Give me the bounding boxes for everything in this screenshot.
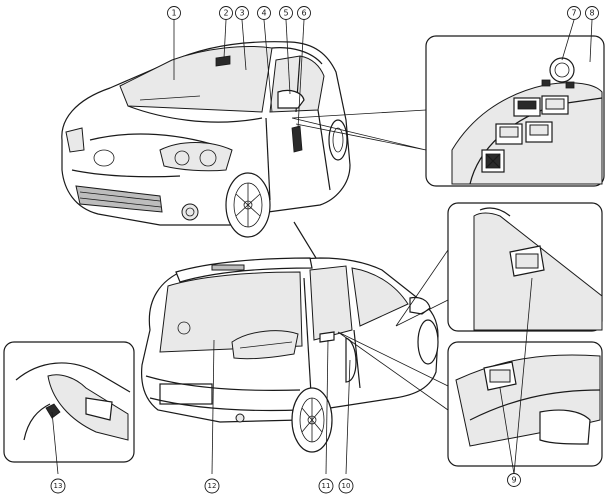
driver-door-switch-panel-inset <box>425 35 605 187</box>
callout-10: 10 <box>338 478 354 494</box>
callout-13-label: 13 <box>54 482 63 490</box>
callout-11: 11 <box>318 478 334 494</box>
callout-10-label: 10 <box>342 482 351 490</box>
callout-9-label: 9 <box>511 476 516 485</box>
rear-car-illustration <box>140 221 439 453</box>
callout-4-label: 4 <box>261 9 266 18</box>
front-inset-leader <box>291 109 427 151</box>
callout-3: 3 <box>235 6 249 20</box>
rear-inset-leader <box>337 249 449 411</box>
callout-2: 2 <box>219 6 233 20</box>
callout-12-label: 12 <box>208 482 217 490</box>
callout-7-label: 7 <box>571 9 576 18</box>
callout-2-label: 2 <box>223 9 228 18</box>
front-passenger-switch-inset <box>447 202 603 332</box>
front-car-illustration <box>61 41 351 238</box>
callout-5: 5 <box>279 6 293 20</box>
callout-8: 8 <box>585 6 599 20</box>
callout-13: 13 <box>50 478 66 494</box>
leader-lines <box>51 19 593 475</box>
callout-11-label: 11 <box>322 482 331 490</box>
callout-3-label: 3 <box>239 9 244 18</box>
callout-8-label: 8 <box>589 9 594 18</box>
rear-passenger-switch-inset <box>447 341 603 467</box>
callout-1-label: 1 <box>171 9 176 18</box>
callout-5-label: 5 <box>283 9 288 18</box>
callout-12: 12 <box>204 478 220 494</box>
callout-1: 1 <box>167 6 181 20</box>
callout-9: 9 <box>507 473 521 487</box>
liftgate-opener-inset <box>3 341 135 463</box>
callout-4: 4 <box>257 6 271 20</box>
callout-6-label: 6 <box>301 9 306 18</box>
callout-7: 7 <box>567 6 581 20</box>
callout-6: 6 <box>297 6 311 20</box>
